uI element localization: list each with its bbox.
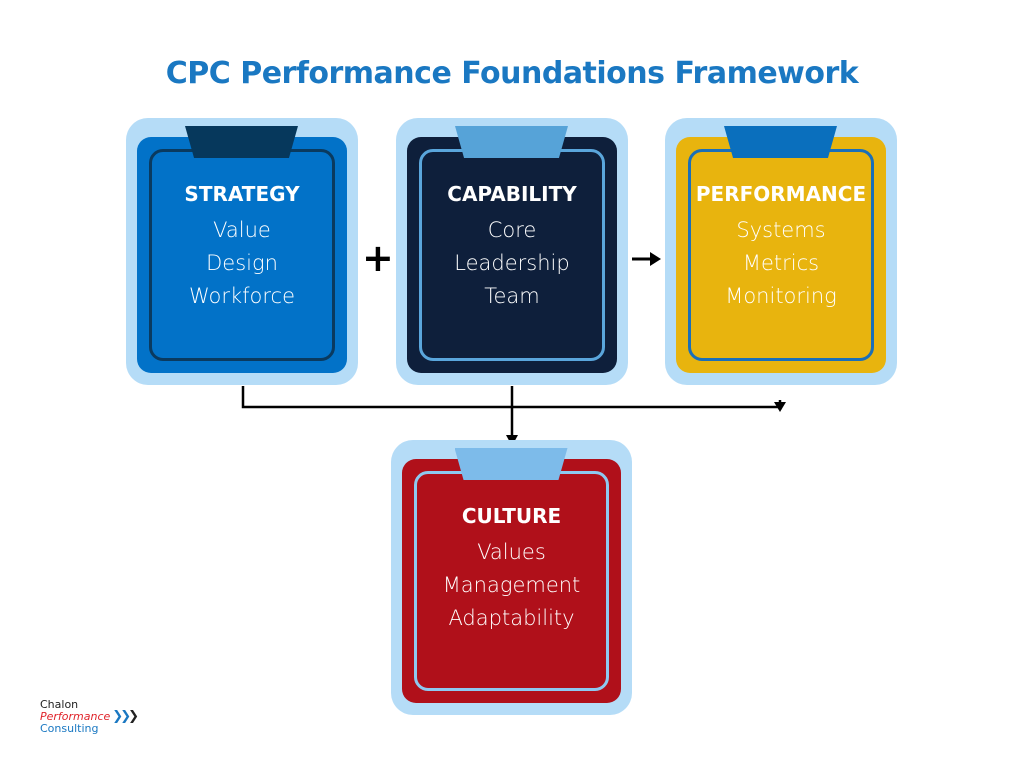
- card-item: Adaptability: [448, 606, 575, 630]
- card-item: Monitoring: [725, 284, 837, 308]
- clip-tab: [724, 126, 837, 158]
- card-item: Value: [213, 218, 271, 242]
- plus-icon: +: [362, 236, 394, 280]
- card-item: Systems: [736, 218, 826, 242]
- card-item: Design: [206, 251, 278, 275]
- card-item: Workforce: [188, 284, 296, 308]
- card-item: Metrics: [742, 251, 820, 275]
- card-item: Leadership: [454, 251, 570, 275]
- clip-tab: [455, 126, 568, 158]
- card-item: Team: [484, 284, 540, 308]
- card-item: Core: [487, 218, 537, 242]
- clip-tab: [185, 126, 298, 158]
- chevrons-icon: ❯❯❯: [112, 709, 139, 724]
- card-heading: CAPABILITY: [447, 182, 577, 206]
- logo-text: Performance: [40, 710, 111, 723]
- strategy-card: STRATEGY Value Design Workforce: [126, 118, 358, 385]
- card-item: Management: [442, 573, 581, 597]
- card-heading: PERFORMANCE: [695, 182, 867, 206]
- capability-card: CAPABILITY Core Leadership Team: [396, 118, 628, 385]
- arrowhead: [774, 402, 786, 412]
- diagram-title: CPC Performance Foundations Framework: [165, 56, 859, 91]
- company-logo: Chalon Performance❯❯❯ Consulting: [40, 698, 139, 735]
- culture-card: CULTURE Values Management Adaptability: [391, 440, 632, 715]
- logo-text: Chalon: [40, 698, 79, 711]
- card-heading: CULTURE: [461, 504, 562, 528]
- logo-text: Consulting: [40, 722, 99, 735]
- clip-tab: [454, 448, 568, 480]
- card-item: Values: [477, 540, 546, 564]
- card-heading: STRATEGY: [184, 182, 300, 206]
- performance-card: PERFORMANCE Systems Metrics Monitoring: [665, 118, 897, 385]
